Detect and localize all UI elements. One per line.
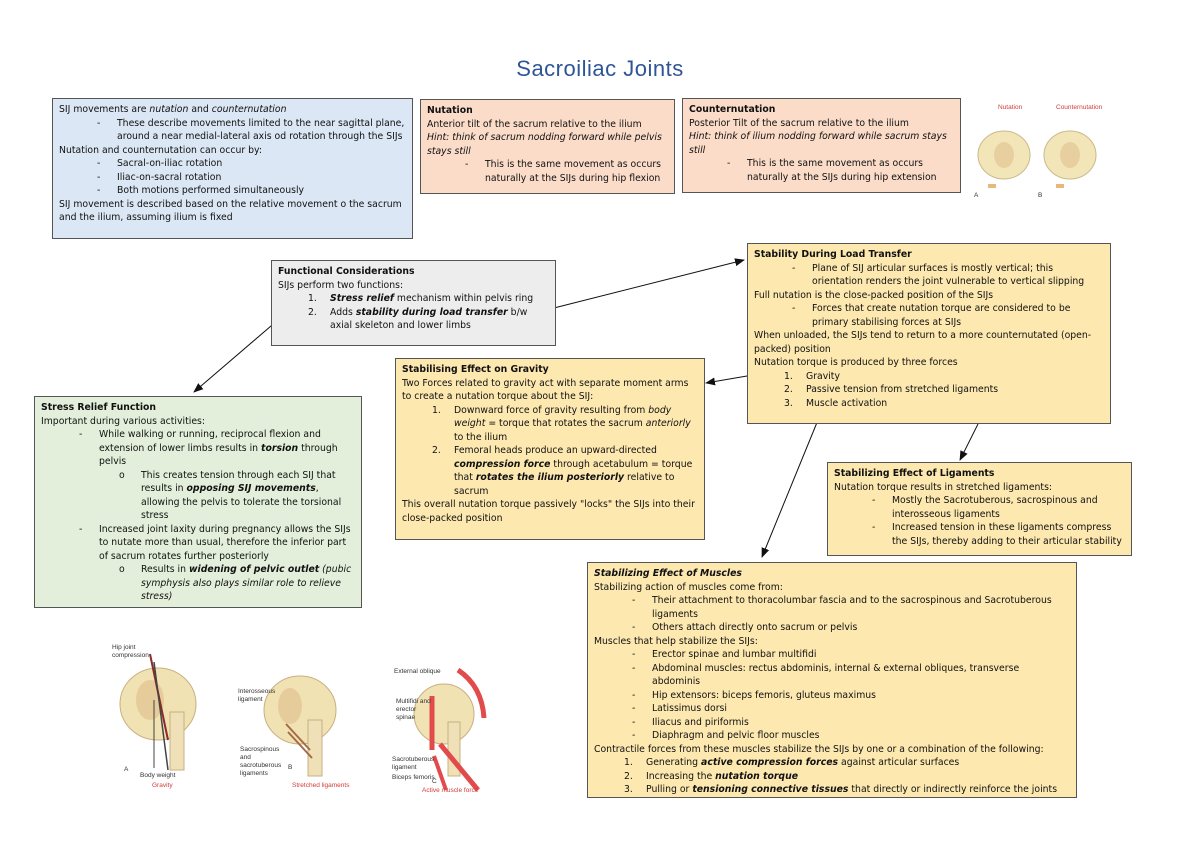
nutation-pelvis-figure: Nutation Counternutation A B — [974, 104, 1103, 199]
gravity-figure: Hip joint compression Body weight A Grav… — [110, 642, 220, 794]
intro-box: SIJ movements are nutation and counternu… — [52, 98, 413, 239]
arrow-stability-to-ligaments — [959, 423, 979, 461]
nutation-box: Nutation Anterior tilt of the sacrum rel… — [420, 99, 675, 194]
arrow-functional-to-stress — [193, 319, 279, 393]
arrow-stability-to-gravity — [705, 375, 748, 386]
muscles-effect-box: Stabilizing Effect of Muscles Stabilizin… — [587, 562, 1077, 798]
active-muscle-force-figure: External oblique Multifidi and erector s… — [392, 660, 502, 796]
stress-relief-box: Stress Relief Function Important during … — [34, 396, 362, 608]
arrow-stability-to-muscles — [761, 419, 819, 558]
counternutation-box: Counternutation Posterior Tilt of the sa… — [682, 98, 961, 193]
stability-load-transfer-box: Stability During Load Transfer Plane of … — [747, 243, 1111, 424]
page-title: Sacroiliac Joints — [516, 56, 684, 81]
stretched-ligaments-figure: Interosseous ligament Sacrospinous and s… — [238, 662, 358, 794]
ligaments-effect-box: Stabilizing Effect of Ligaments Nutation… — [827, 462, 1132, 556]
gravity-effect-box: Stabilising Effect on Gravity Two Forces… — [395, 358, 705, 540]
functional-considerations-box: Functional Considerations SIJs perform t… — [271, 260, 556, 346]
arrow-functional-to-stability — [545, 258, 745, 311]
